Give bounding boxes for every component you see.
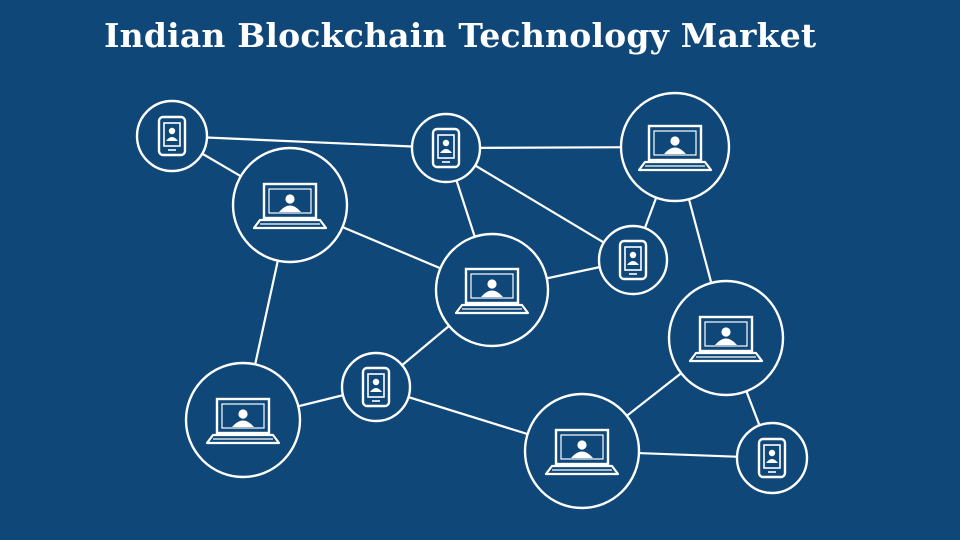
phone-icon: [361, 366, 391, 408]
node-circle: [667, 279, 785, 397]
laptop-icon: [454, 267, 530, 315]
node-n8: [340, 351, 412, 423]
node-circle: [135, 99, 209, 173]
node-circle: [619, 91, 731, 203]
node-n6: [434, 232, 550, 348]
node-circle: [523, 392, 641, 510]
node-circle: [434, 232, 550, 348]
node-n10: [523, 392, 641, 510]
node-circle: [735, 421, 809, 495]
phone-icon: [157, 115, 187, 157]
laptop-icon: [637, 124, 713, 172]
edge-n1-n2: [171, 134, 447, 150]
phone-icon: [757, 437, 787, 479]
node-n4: [231, 146, 349, 264]
node-circle: [597, 224, 669, 296]
laptop-icon: [205, 397, 281, 445]
node-n3: [619, 91, 731, 203]
laptop-icon: [544, 428, 620, 476]
node-circle: [231, 146, 349, 264]
laptop-icon: [252, 182, 328, 230]
page-title: Indian Blockchain Technology Market: [104, 16, 817, 55]
node-n7: [667, 279, 785, 397]
node-circle: [410, 112, 482, 184]
node-n11: [735, 421, 809, 495]
node-n2: [410, 112, 482, 184]
node-circle: [340, 351, 412, 423]
node-circle: [184, 361, 302, 479]
phone-icon: [618, 239, 648, 281]
phone-icon: [431, 127, 461, 169]
laptop-icon: [688, 315, 764, 363]
edge-n2-n5: [445, 147, 634, 261]
node-layer: [135, 91, 809, 510]
node-n5: [597, 224, 669, 296]
node-n1: [135, 99, 209, 173]
node-n9: [184, 361, 302, 479]
